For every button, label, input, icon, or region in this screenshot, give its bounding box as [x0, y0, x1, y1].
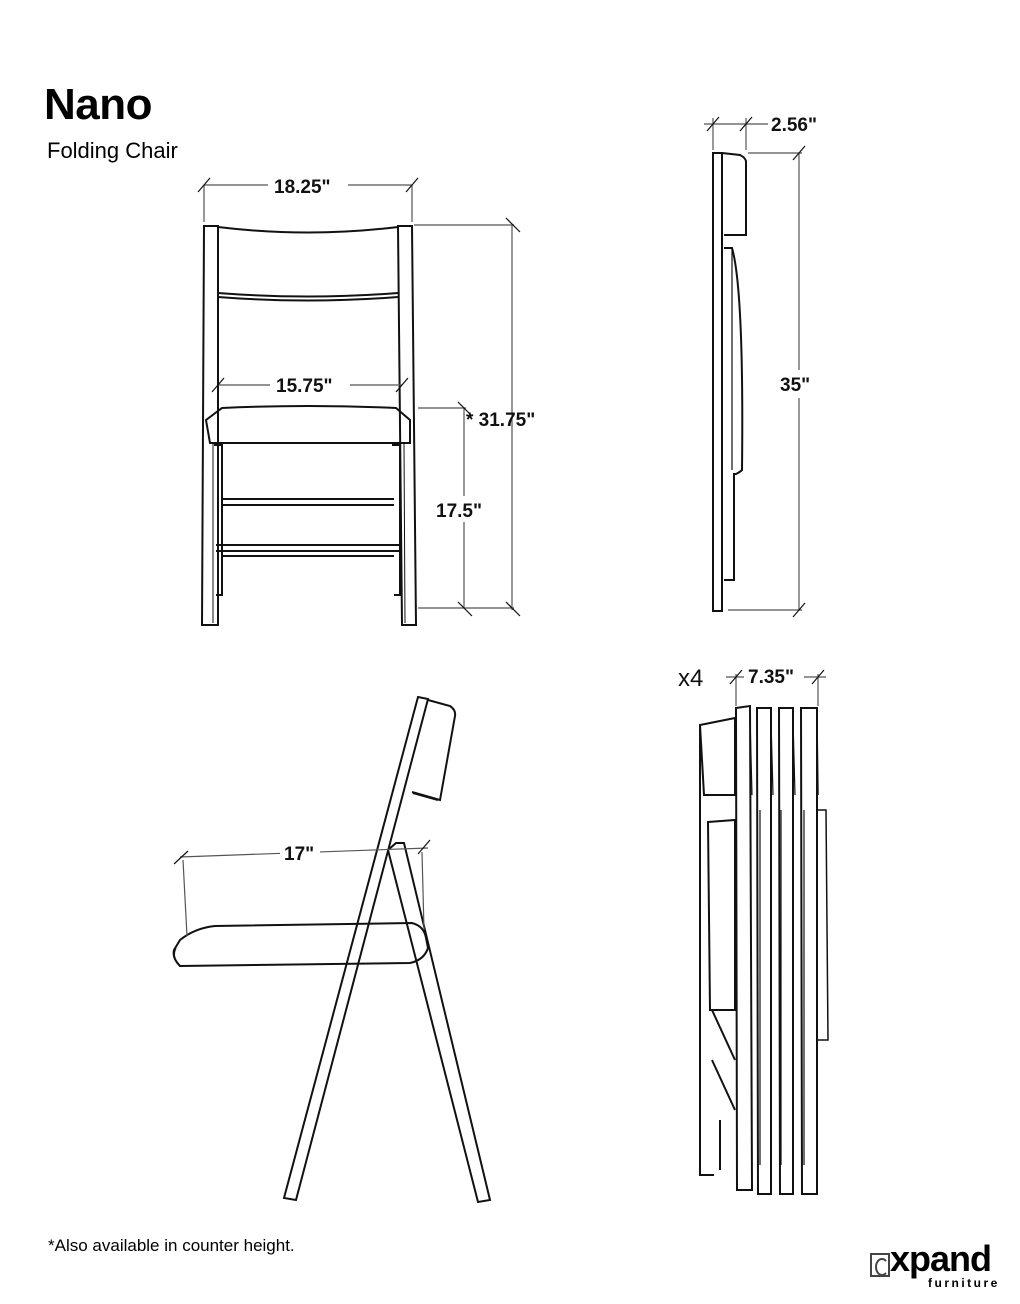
seat-width-label: 15.75"	[276, 376, 333, 397]
folded-dimension-lines	[704, 116, 806, 618]
seat-height-label: 17.5"	[436, 501, 482, 522]
brand-logo: xpand furniture	[870, 1241, 1005, 1290]
folded-depth-label: 2.56"	[771, 115, 817, 136]
folded-view	[712, 152, 747, 612]
e-box-logo-icon	[870, 1253, 890, 1277]
product-subtitle: Folding Chair	[47, 138, 178, 163]
side-view	[172, 695, 492, 1204]
stack-quantity-label: x4	[678, 665, 703, 692]
seat-depth-label: 17"	[284, 844, 314, 865]
product-title: Nano	[44, 80, 153, 129]
stack-depth-label: 7.35"	[748, 667, 794, 688]
overall-height-label: * 31.75"	[466, 410, 535, 431]
counter-height-footnote: *Also available in counter height.	[48, 1236, 295, 1255]
folded-height-label: 35"	[780, 375, 810, 396]
stacked-view	[698, 704, 829, 1195]
brand-tagline: furniture	[928, 1276, 1000, 1290]
front-view	[200, 225, 418, 626]
brand-name: xpand	[890, 1238, 992, 1279]
overall-width-label: 18.25"	[274, 177, 331, 198]
